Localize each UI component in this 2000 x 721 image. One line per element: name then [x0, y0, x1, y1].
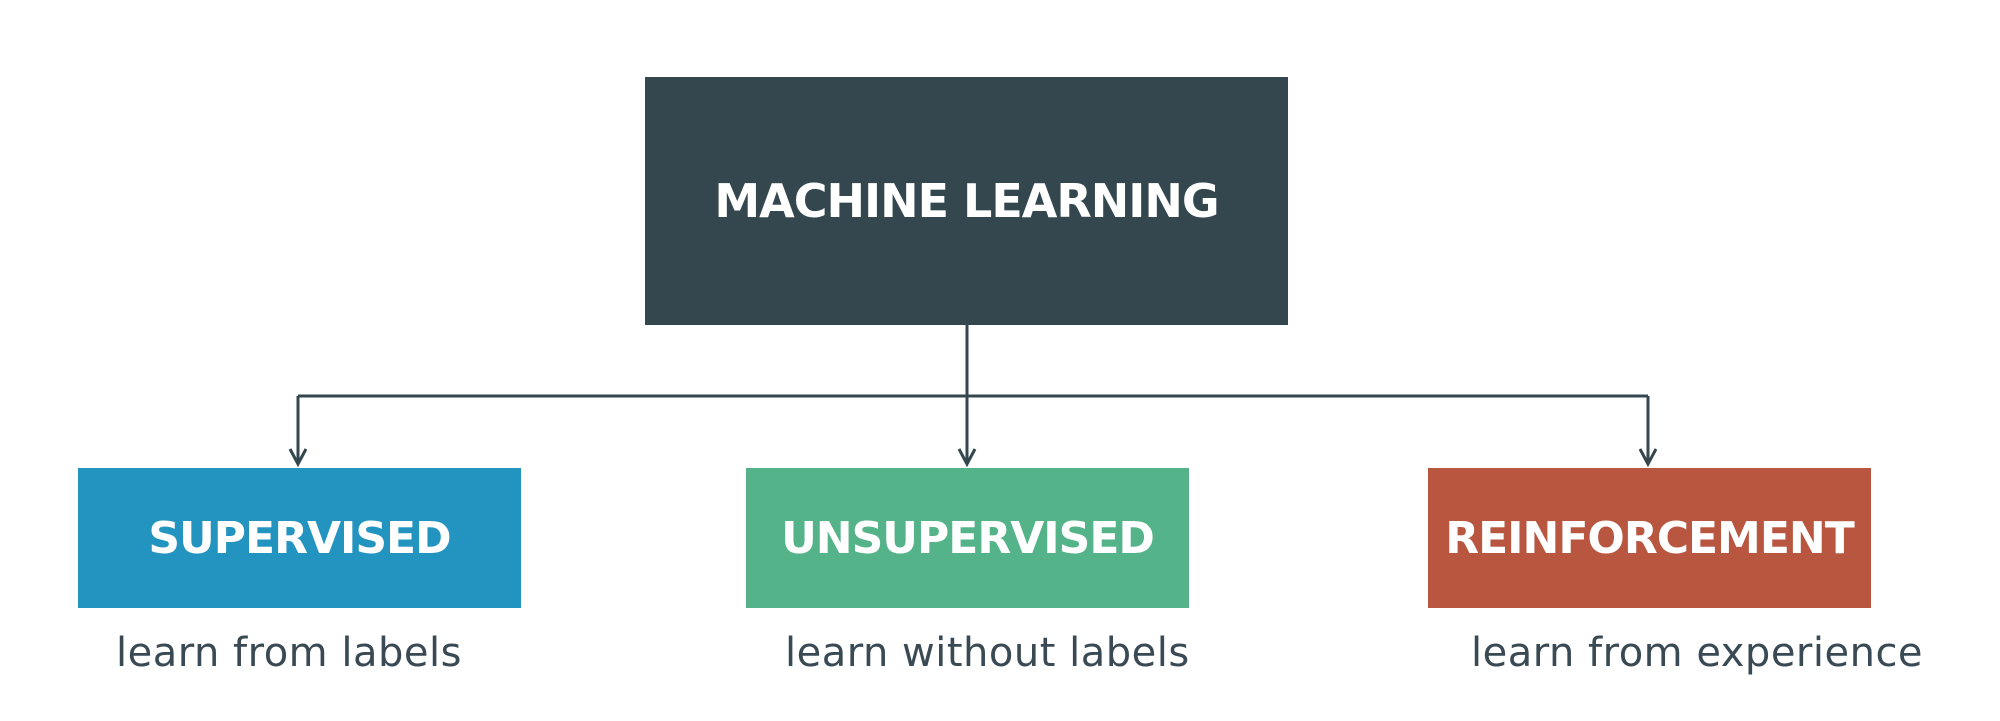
root-node-label: MACHINE LEARNING — [714, 174, 1219, 228]
arrowhead-unsupervised — [957, 448, 977, 468]
node-supervised-label: SUPERVISED — [148, 512, 451, 564]
description-supervised: learn from labels — [116, 630, 462, 676]
arrowhead-supervised — [288, 448, 308, 468]
node-reinforcement: REINFORCEMENT — [1428, 468, 1871, 608]
root-node-machine-learning: MACHINE LEARNING — [645, 77, 1288, 325]
description-unsupervised: learn without labels — [785, 630, 1190, 676]
node-unsupervised-label: UNSUPERVISED — [781, 512, 1155, 564]
node-reinforcement-label: REINFORCEMENT — [1445, 512, 1855, 564]
node-supervised: SUPERVISED — [78, 468, 521, 608]
node-unsupervised: UNSUPERVISED — [746, 468, 1189, 608]
description-reinforcement: learn from experience — [1471, 630, 1924, 676]
arrowhead-reinforcement — [1638, 448, 1658, 468]
